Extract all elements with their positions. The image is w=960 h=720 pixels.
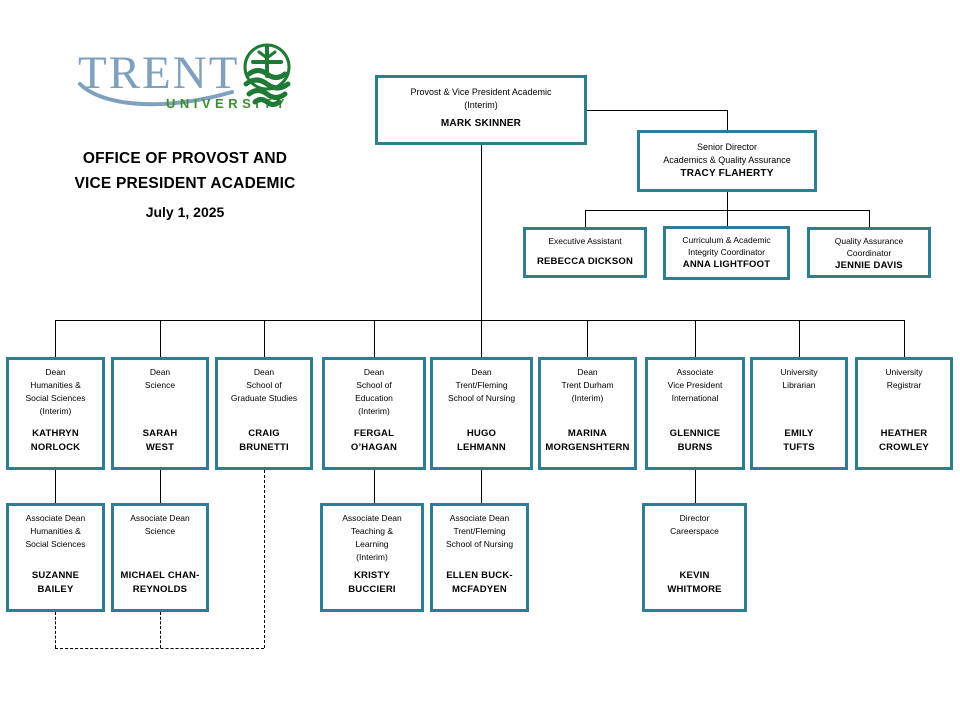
connector-dean1-assoc xyxy=(55,470,56,503)
connector-provost-down xyxy=(481,145,482,357)
node-person-name: KATHRYN NORLOCK xyxy=(30,428,81,453)
connector-dean-bus xyxy=(55,320,904,321)
node-university-librarian: University Librarian EMILY TUFTS xyxy=(750,357,848,470)
dashed-bottom-bus xyxy=(55,648,264,649)
connector-stub-dean6 xyxy=(587,320,588,357)
node-role: Associate Dean Teaching & Learning (Inte… xyxy=(342,513,402,562)
trent-tree-icon xyxy=(243,43,291,107)
node-person-name: HEATHER CROWLEY xyxy=(879,428,929,453)
connector-stub-dean2 xyxy=(160,320,161,357)
connector-stub-dean7 xyxy=(695,320,696,357)
node-role: University Librarian xyxy=(780,367,818,390)
node-role: Executive Assistant xyxy=(548,236,622,246)
connector-stub-dean1 xyxy=(55,320,56,357)
node-assoc-dean-nursing: Associate Dean Trent/Fleming School of N… xyxy=(430,503,529,612)
connector-stub-coord3 xyxy=(869,210,870,227)
node-role: Dean School of Education (Interim) xyxy=(355,367,393,416)
node-dean-humanities: Dean Humanities & Social Sciences (Inter… xyxy=(6,357,105,470)
node-university-registrar: University Registrar HEATHER CROWLEY xyxy=(855,357,953,470)
node-person-name: HUGO LEHMANN xyxy=(457,428,506,453)
node-assoc-dean-science: Associate Dean Science MICHAEL CHAN- REY… xyxy=(111,503,209,612)
connector-stub-dean8 xyxy=(799,320,800,357)
node-dean-nursing: Dean Trent/Fleming School of Nursing HUG… xyxy=(430,357,533,470)
node-role: Dean Science xyxy=(144,367,176,390)
node-person-name: MARINA MORGENSHTERN xyxy=(545,428,630,453)
node-person-name: SUZANNE BAILEY xyxy=(31,570,80,595)
node-assoc-dean-teaching-learning: Associate Dean Teaching & Learning (Inte… xyxy=(320,503,424,612)
node-person-name: MARK SKINNER xyxy=(440,118,522,129)
node-senior-director: Senior Director Academics & Quality Assu… xyxy=(637,130,817,192)
node-role: Dean Trent/Fleming School of Nursing xyxy=(447,367,516,403)
node-person-name: CRAIG BRUNETTI xyxy=(239,428,289,453)
node-role: Associate Dean Humanities & Social Scien… xyxy=(25,513,86,549)
connector-dean7-assoc xyxy=(695,470,696,503)
connector-stub-coord1 xyxy=(585,210,586,227)
connector-dean4-assoc xyxy=(374,470,375,503)
node-executive-assistant: Executive Assistant REBECCA DICKSON xyxy=(523,227,647,278)
connector-dean5-assoc xyxy=(481,470,482,503)
node-role: Curriculum & Academic Integrity Coordina… xyxy=(682,235,771,257)
node-role: Dean School of Graduate Studies xyxy=(230,367,298,403)
node-person-name: KRISTY BUCCIERI xyxy=(348,570,396,595)
node-role: Associate Dean Science xyxy=(130,513,190,536)
node-person-name: JENNIE DAVIS xyxy=(835,260,903,271)
node-person-name: KEVIN WHITMORE xyxy=(667,570,722,595)
node-person-name: EMILY TUFTS xyxy=(783,428,815,453)
node-person-name: TRACY FLAHERTY xyxy=(680,168,774,179)
connector-dean2-assoc xyxy=(160,470,161,503)
node-role: Associate Dean Trent/Fleming School of N… xyxy=(445,513,514,549)
node-person-name: GLENNICE BURNS xyxy=(669,428,721,453)
node-role: University Registrar xyxy=(885,367,923,390)
trent-swoosh-icon xyxy=(78,82,234,107)
connector-stub-coord2 xyxy=(727,210,728,226)
node-role: Director Careerspace xyxy=(670,513,719,536)
node-provost: Provost & Vice President Academic (Inter… xyxy=(375,75,587,145)
dashed-grad-studies-down xyxy=(264,470,265,648)
dashed-assoc1-link xyxy=(55,612,56,648)
node-role: Senior Director Academics & Quality Assu… xyxy=(663,142,791,165)
node-person-name: ANNA LIGHTFOOT xyxy=(682,259,771,270)
node-role: Dean Humanities & Social Sciences (Inter… xyxy=(25,367,86,416)
page-title: OFFICE OF PROVOST AND VICE PRESIDENT ACA… xyxy=(74,150,296,192)
node-curriculum-coordinator: Curriculum & Academic Integrity Coordina… xyxy=(663,226,790,280)
node-dean-trent-durham: Dean Trent Durham (Interim) MARINA MORGE… xyxy=(538,357,637,470)
node-dean-education: Dean School of Education (Interim) FERGA… xyxy=(322,357,426,470)
node-director-careerspace: Director Careerspace KEVIN WHITMORE xyxy=(642,503,747,612)
node-role: Provost & Vice President Academic (Inter… xyxy=(410,87,552,110)
node-person-name: ELLEN BUCK- MCFADYEN xyxy=(446,570,513,595)
node-person-name: SARAH WEST xyxy=(142,428,178,453)
node-dean-science: Dean Science SARAH WEST xyxy=(111,357,209,470)
node-role: Quality Assurance Coordinator xyxy=(834,236,904,258)
node-role: Dean Trent Durham (Interim) xyxy=(561,367,614,403)
trent-wordmark: TRENT xyxy=(78,47,240,99)
node-person-name: FERGAL O’HAGAN xyxy=(350,428,398,453)
connector-provost-senior-h xyxy=(587,110,727,111)
node-quality-assurance-coordinator: Quality Assurance Coordinator JENNIE DAV… xyxy=(807,227,931,278)
connector-senior-down xyxy=(727,192,728,210)
node-dean-graduate-studies: Dean School of Graduate Studies CRAIG BR… xyxy=(215,357,313,470)
dashed-assoc2-link xyxy=(160,612,161,648)
connector-stub-dean9 xyxy=(904,320,905,357)
node-person-name: MICHAEL CHAN- REYNOLDS xyxy=(120,570,200,595)
connector-stub-dean3 xyxy=(264,320,265,357)
node-role: Associate Vice President International xyxy=(667,367,723,403)
node-avp-international: Associate Vice President International G… xyxy=(645,357,745,470)
connector-stub-dean4 xyxy=(374,320,375,357)
node-person-name: REBECCA DICKSON xyxy=(536,256,634,267)
page-date: July 1, 2025 xyxy=(145,204,225,220)
node-assoc-dean-humanities: Associate Dean Humanities & Social Scien… xyxy=(6,503,105,612)
connector-provost-senior-v xyxy=(727,110,728,130)
